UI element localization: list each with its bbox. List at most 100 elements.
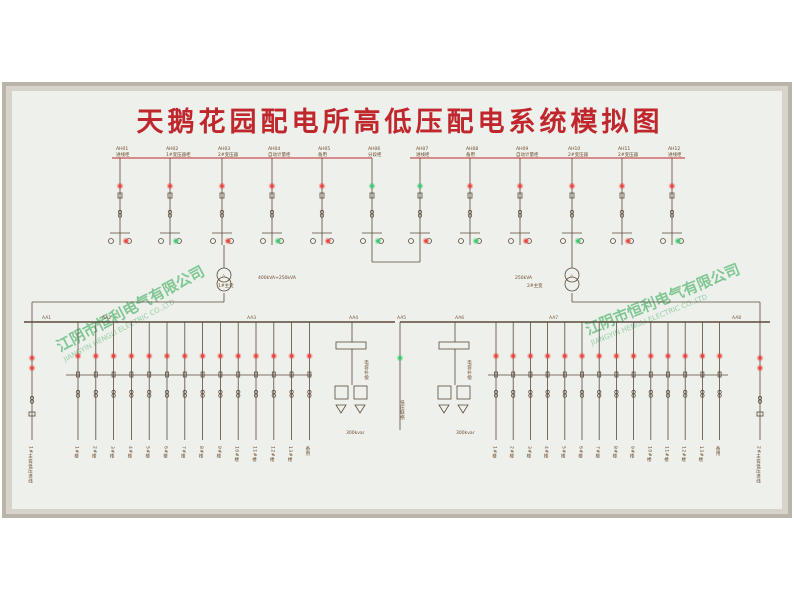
lv-right-feeder-1-switch bbox=[494, 371, 498, 378]
lv-right-capacitor-bank-a bbox=[438, 404, 450, 414]
lv-left-feeder-6-label: 6#楼 bbox=[163, 446, 169, 460]
lv-right-feeder-7-lamp bbox=[597, 354, 601, 358]
lv-right-feeder-12-ct-b bbox=[683, 393, 688, 398]
lv-left-feeder-14-label: 备用 bbox=[305, 445, 310, 457]
lv-right-feeder-8-label: 8#楼 bbox=[612, 446, 618, 460]
lv-right-feeder-6-ct-b bbox=[579, 393, 585, 398]
lv-right-feeder-8-ct-b bbox=[614, 393, 619, 398]
lv-left-feeder-9-switch bbox=[218, 371, 223, 378]
lv-left-feeder-6-switch bbox=[165, 371, 169, 378]
hv-right-feeder-1-breaker bbox=[417, 192, 423, 199]
lv-left-incomer-text: 1#主变低压进线 bbox=[28, 446, 34, 484]
lv-right-feeder-10-ct-b bbox=[648, 393, 653, 398]
lv-left-capacitor-bank-b bbox=[354, 404, 366, 414]
lv-left-feeder-2-ct-b bbox=[93, 393, 98, 398]
hv-left-feeder-2-lamp bbox=[168, 184, 172, 188]
lv-right-feeder-11-lamp bbox=[666, 354, 670, 358]
lv-left-feeder-8-label: 8#楼 bbox=[198, 446, 204, 460]
right-transformer-note: 250kVA bbox=[515, 275, 533, 281]
lv-left-feeder-12-lamp bbox=[272, 354, 276, 358]
hv-left-feeder-4-lamp bbox=[270, 184, 274, 188]
lv-panel-2-label: AA2 bbox=[102, 315, 111, 321]
hv-left-feeder-3-status-lamp bbox=[226, 239, 230, 243]
hv-right-feeder-5-label: 2#变压器 bbox=[618, 151, 639, 158]
lv-right-feeder-12-lamp bbox=[683, 354, 687, 358]
lv-right-feeder-7-switch bbox=[597, 371, 602, 378]
lv-left-feeder-7-label: 7#楼 bbox=[180, 446, 186, 460]
hv-right-feeder-6-ct-b bbox=[669, 213, 675, 218]
lv-left-feeder-6-lamp bbox=[165, 354, 169, 358]
lv-left-feeder-4-label: 4#楼 bbox=[127, 446, 133, 460]
lv-right-feeder-14-label: 备用 bbox=[715, 445, 720, 457]
hv-right-feeder-3-label: 自动计量柜 bbox=[516, 151, 539, 158]
lv-left-feeder-1-ct-b bbox=[75, 393, 81, 398]
lv-left-feeder-13-lamp bbox=[289, 354, 294, 358]
lv-right-incomer-lamp-b bbox=[758, 366, 762, 370]
hv-left-feeder-4-label: 自动计量柜 bbox=[268, 151, 291, 158]
left-transformer-winding-b bbox=[216, 276, 232, 292]
lv-left-feeder-14-lamp bbox=[307, 354, 312, 358]
hv-left-feeder-4-breaker bbox=[269, 192, 275, 199]
lv-left-feeder-3-lamp bbox=[111, 354, 116, 358]
lv-right-feeder-11-label: 11#楼 bbox=[664, 446, 670, 463]
hv-right-feeder-1-id: AH07 bbox=[416, 146, 428, 152]
hv-left-feeder-5-id: AH05 bbox=[318, 146, 330, 152]
lv-right-feeder-3-lamp bbox=[528, 354, 533, 358]
lv-left-feeder-11-label: 11#楼 bbox=[252, 446, 258, 463]
lv-right-feeder-10-lamp bbox=[649, 354, 653, 358]
lv-left-feeder-12-label: 12#楼 bbox=[269, 446, 275, 463]
lv-left-feeder-8-switch bbox=[200, 371, 205, 378]
hv-right-feeder-5-meter-b bbox=[610, 238, 616, 244]
hv-left-feeder-2-breaker bbox=[167, 192, 173, 199]
lv-left-feeder-14-ct-b bbox=[307, 393, 312, 398]
hv-left-feeder-4-meter-b bbox=[260, 238, 266, 244]
lv-left-incomer-lamp-a bbox=[30, 356, 34, 360]
lv-left-feeder-9-lamp bbox=[218, 354, 223, 358]
lv-right-feeder-4-lamp bbox=[545, 354, 550, 358]
lv-left-feeder-9-label: 9#楼 bbox=[216, 446, 222, 460]
lv-left-feeder-2-lamp bbox=[94, 354, 98, 358]
lv-left-feeder-2-label: 2#楼 bbox=[91, 446, 97, 460]
hv-left-feeder-1-breaker bbox=[117, 192, 123, 199]
lv-right-feeder-9-label: 9#楼 bbox=[629, 446, 635, 460]
hv-left-feeder-4-ct-b bbox=[269, 213, 275, 218]
lv-right-feeder-1-ct-b bbox=[493, 393, 499, 398]
lv-right-feeder-7-label: 7#楼 bbox=[595, 446, 601, 460]
lv-right-feeder-11-switch bbox=[666, 371, 670, 378]
hv-right-feeder-5-breaker bbox=[619, 192, 625, 199]
lv-panel-5-label: AA5 bbox=[397, 315, 406, 321]
hv-left-feeder-1-status-lamp bbox=[124, 239, 128, 243]
lv-panel-4-label: AA4 bbox=[349, 315, 358, 321]
lv-left-feeder-5-label: 5#楼 bbox=[145, 446, 151, 460]
lv-right-feeder-14-lamp bbox=[717, 354, 722, 358]
lv-left-feeder-12-ct-b bbox=[271, 393, 276, 398]
lv-left-feeder-1-label: 1#楼 bbox=[74, 446, 80, 460]
lv-right-feeder-9-ct-b bbox=[631, 393, 636, 398]
lv-left-feeder-2-switch bbox=[93, 371, 98, 378]
hv-right-feeder-1-lamp bbox=[418, 184, 422, 188]
hv-left-feeder-6-id: AH06 bbox=[368, 146, 380, 152]
lv-panel-1-label: AA1 bbox=[42, 315, 51, 321]
lv-left-capacitor-controller bbox=[335, 341, 367, 350]
hv-right-feeder-6-status-lamp bbox=[676, 239, 680, 243]
left-transformer-label: 1#主变 bbox=[218, 282, 234, 289]
lv-left-feeder-5-ct-b bbox=[147, 393, 152, 398]
hv-left-feeder-5-label: 备用 bbox=[318, 151, 327, 158]
lv-left-feeder-3-label: 3#楼 bbox=[109, 446, 115, 460]
lv-left-feeder-3-switch bbox=[111, 371, 116, 378]
lv-left-feeder-7-switch bbox=[182, 371, 187, 378]
lv-right-feeder-13-ct-b bbox=[700, 393, 705, 398]
hv-left-feeder-2-label: 1#变压器柜 bbox=[166, 151, 191, 158]
lv-tie-lamp bbox=[398, 356, 402, 360]
hv-right-feeder-2-meter-b bbox=[458, 238, 464, 244]
lv-right-capacitor-controller bbox=[438, 341, 470, 350]
hv-left-feeder-1-ct-b bbox=[117, 213, 123, 218]
hv-right-feeder-5-id: AH11 bbox=[618, 146, 630, 152]
lv-left-incomer-breaker bbox=[28, 411, 36, 417]
diagram-title: 天鹅花园配电所高低压配电系统模拟图 bbox=[137, 106, 664, 138]
lv-left-feeder-5-lamp bbox=[147, 354, 151, 358]
lv-left-feeder-11-lamp bbox=[254, 354, 258, 358]
hv-left-feeder-3-meter-b bbox=[210, 238, 216, 244]
